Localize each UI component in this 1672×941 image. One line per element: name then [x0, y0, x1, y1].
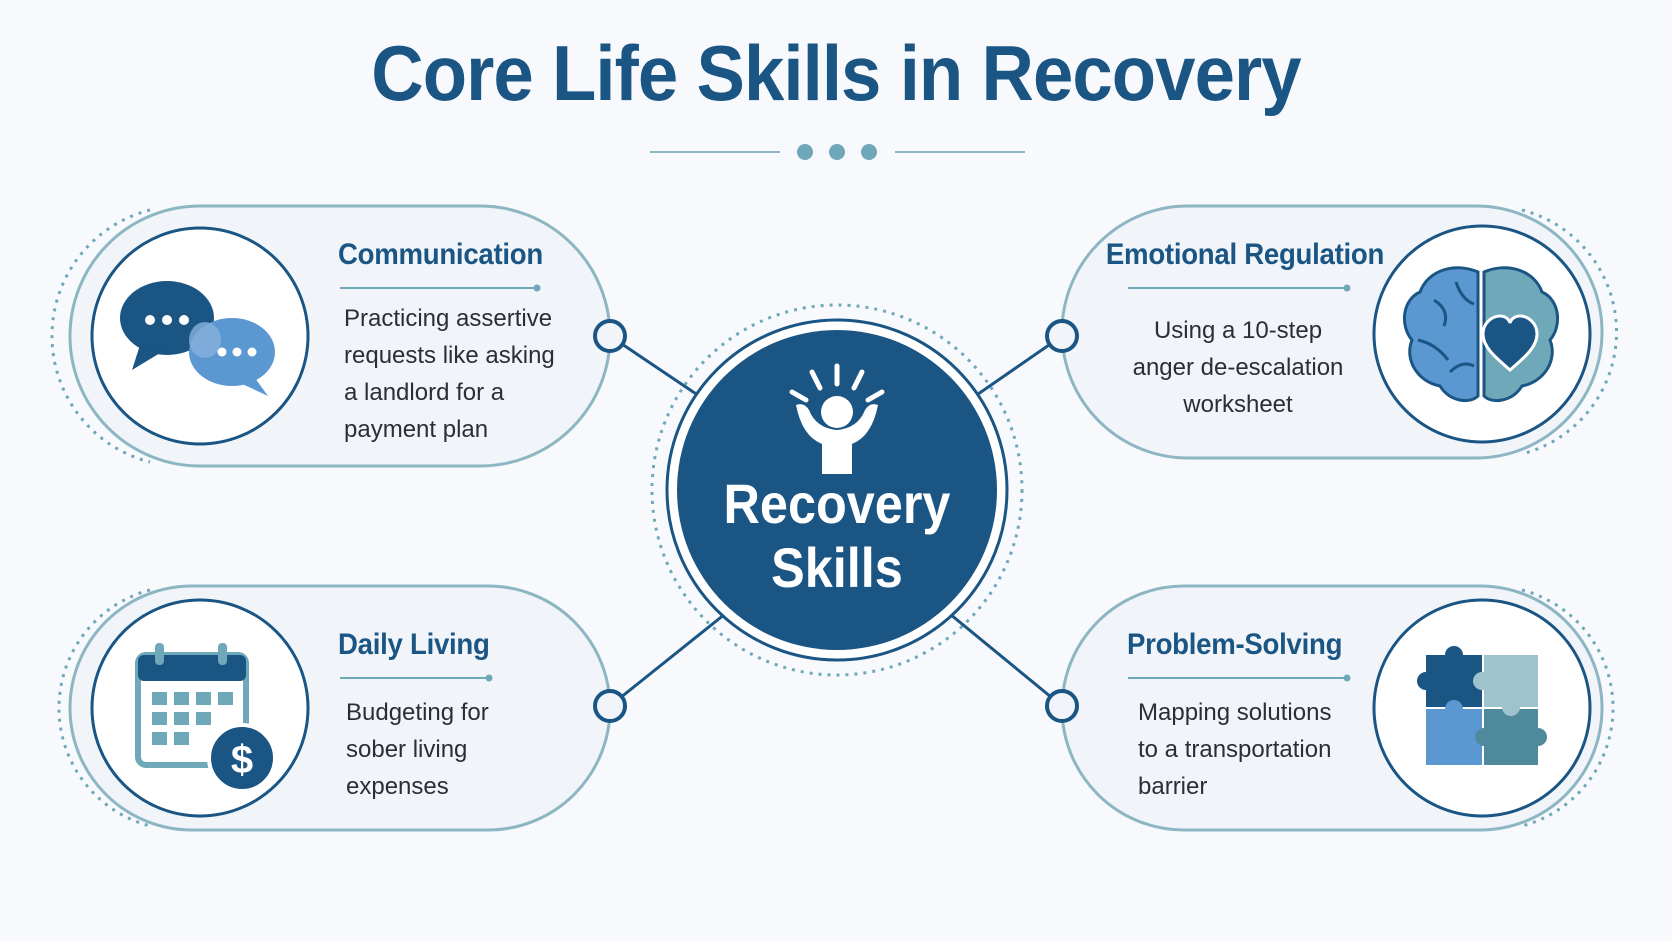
- card-title-emotional-regulation: Emotional Regulation: [1105, 238, 1385, 271]
- card-daily-living: $: [57, 584, 627, 832]
- card-text-emotional-regulation: Using a 10-step anger de-escalation work…: [1132, 317, 1344, 418]
- title-divider: [650, 144, 1025, 160]
- center-hub: [650, 303, 1024, 677]
- person-raised-arms-icon: [789, 363, 885, 474]
- card-title-problem-solving: Problem-Solving: [1127, 628, 1343, 661]
- card-emotional-regulation: [1045, 204, 1619, 460]
- svg-text:$: $: [231, 738, 253, 782]
- card-title-communication: Communication: [338, 238, 543, 271]
- card-text-daily-living: Budgeting for sober living expenses: [346, 699, 489, 800]
- brain-heart-icon: [1402, 266, 1560, 403]
- card-title-daily-living: Daily Living: [338, 628, 490, 661]
- card-text-communication: Practicing assertive requests like askin…: [344, 305, 555, 443]
- card-communication: [50, 204, 627, 468]
- card-text-problem-solving: Mapping solutions to a transportation ba…: [1138, 699, 1332, 800]
- center-label: Recovery Skills: [723, 472, 951, 599]
- page-title: Core Life Skills in Recovery: [371, 29, 1301, 117]
- connector-lines: [609, 334, 1063, 708]
- speech-bubbles-icon: [120, 281, 275, 396]
- card-problem-solving: [1045, 584, 1615, 832]
- puzzle-icon: [1417, 646, 1547, 765]
- calendar-dollar-icon: $: [135, 643, 277, 793]
